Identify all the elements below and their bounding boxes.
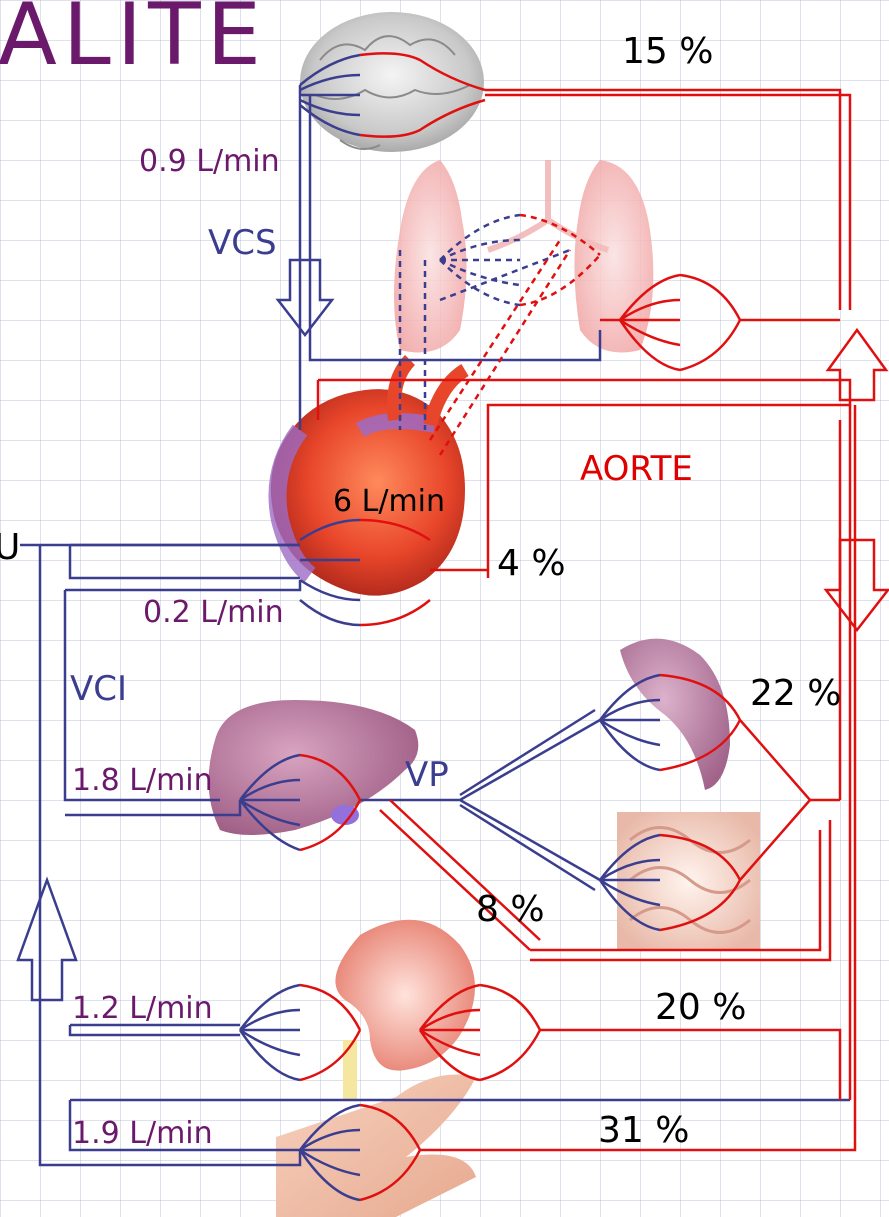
coronary-flow-label: 0.2 L/min xyxy=(143,598,284,628)
vci-label: VCI xyxy=(70,672,127,706)
page-title-fragment: ALITE xyxy=(0,0,267,78)
coronary-percentage: 4 % xyxy=(497,546,566,582)
kidney-flow-label: 1.2 L/min xyxy=(72,994,213,1024)
vp-label: VP xyxy=(405,758,449,792)
heart-output-label: 6 L/min xyxy=(333,487,445,517)
kidney-image xyxy=(335,920,475,1100)
kidney-percentage: 20 % xyxy=(655,990,746,1026)
brain-flow-label: 0.9 L/min xyxy=(139,147,280,177)
aorte-label: AORTE xyxy=(580,452,693,486)
liver-flow-label: 1.8 L/min xyxy=(72,766,213,796)
muscle-percentage: 31 % xyxy=(598,1113,689,1149)
brain-percentage: 15 % xyxy=(622,34,713,70)
liver-artery-percentage: 8 % xyxy=(476,892,545,928)
brain-image xyxy=(300,12,484,152)
muscle-flow-label: 1.9 L/min xyxy=(72,1119,213,1149)
spleen-percentage: 22 % xyxy=(750,676,841,712)
vcs-label: VCS xyxy=(208,226,277,260)
left-edge-fragment: U xyxy=(0,530,20,566)
